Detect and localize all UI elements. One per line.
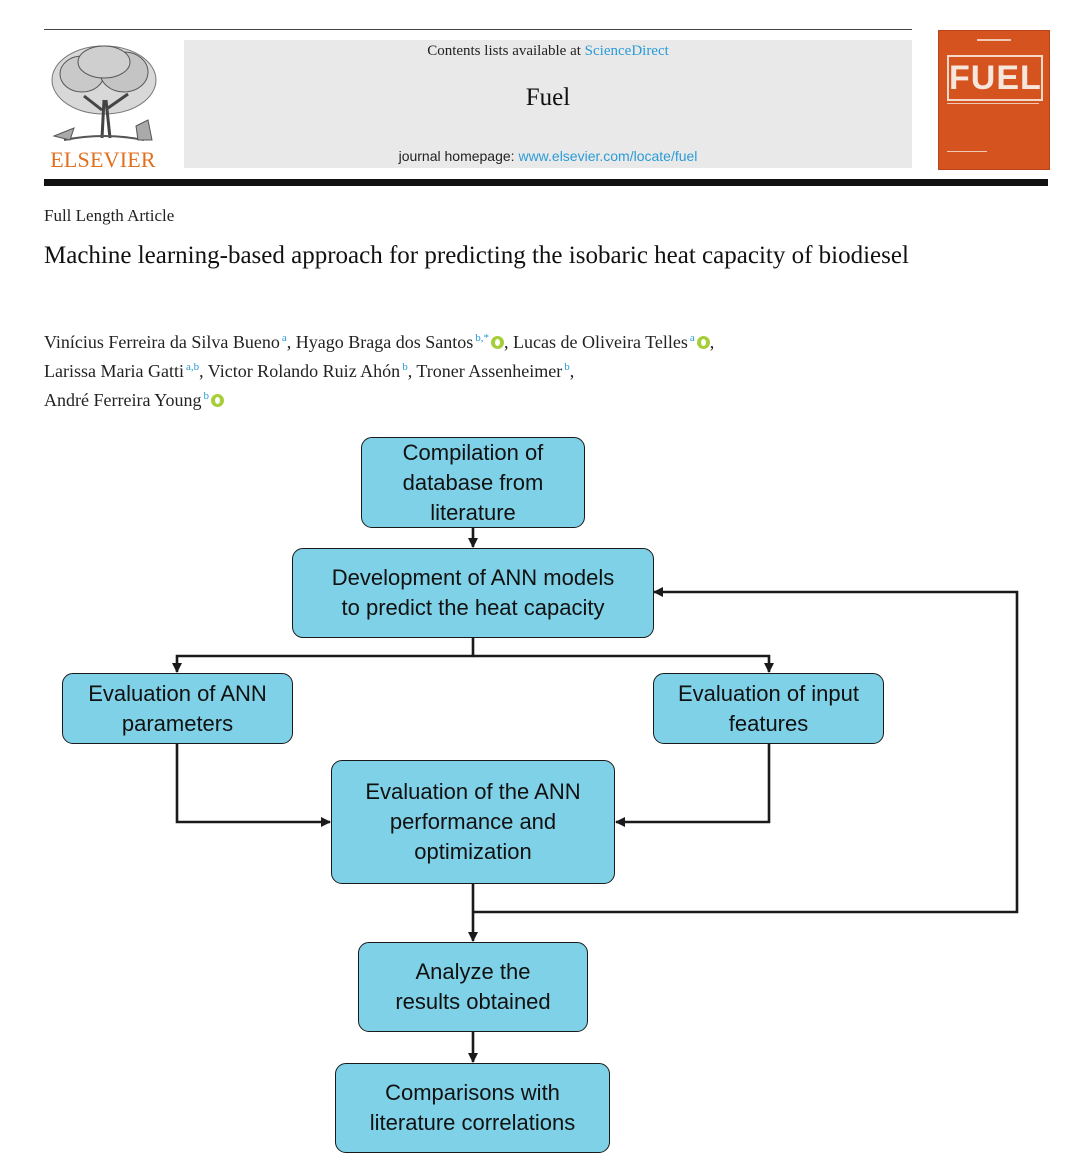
author-name: Vinícius Ferreira da Silva Bueno	[44, 332, 280, 352]
author-affiliation[interactable]: b	[203, 390, 209, 402]
author-affiliation[interactable]: b	[564, 361, 570, 373]
journal-title: Fuel	[525, 84, 571, 111]
orcid-icon[interactable]	[491, 336, 504, 349]
orcid-icon[interactable]	[210, 394, 224, 407]
header-bottom-rule	[44, 179, 1048, 186]
article-title: Machine learning-based approach for pred…	[44, 242, 909, 269]
author-name: Troner Assenheimer	[416, 361, 563, 381]
arrow-features-to-performance	[615, 744, 771, 827]
header-top-rule	[44, 29, 912, 30]
line-develop-split	[172, 638, 475, 673]
author-name: Larissa Maria Gatti	[44, 361, 184, 381]
cover-footer-line	[947, 151, 987, 152]
arrow-split-to-features	[473, 654, 774, 673]
node-evaluate-ann-parameters: Evaluation of ANN parameters	[62, 673, 293, 744]
cover-top-line	[977, 39, 1011, 41]
node-evaluate-input-features: Evaluation of input features	[653, 673, 884, 744]
cover-title: FUEL	[947, 55, 1043, 101]
journal-banner: Contents lists available at ScienceDirec…	[184, 40, 912, 168]
author-affiliation[interactable]: a	[689, 332, 695, 344]
homepage-link[interactable]: www.elsevier.com/locate/fuel	[518, 148, 698, 164]
author-affiliation[interactable]: a,b	[185, 361, 200, 373]
node-compare-literature: Comparisons with literature correlations	[335, 1063, 610, 1153]
contents-prefix: Contents lists available at	[427, 43, 585, 59]
journal-cover-thumbnail[interactable]: FUEL	[938, 30, 1050, 170]
orcid-icon[interactable]	[696, 336, 710, 349]
homepage-prefix: journal homepage:	[398, 148, 519, 164]
contents-line: Contents lists available at ScienceDirec…	[184, 43, 912, 60]
node-compile-database: Compilation of database from literature	[361, 437, 585, 528]
author-affiliation[interactable]: b	[402, 361, 408, 373]
node-analyze-results: Analyze the results obtained	[358, 942, 588, 1032]
author-name: André Ferreira Young	[44, 390, 202, 410]
elsevier-logo[interactable]: ELSEVIER	[44, 40, 162, 172]
author-affiliation[interactable]: a	[281, 332, 287, 344]
elsevier-tree-icon	[51, 45, 157, 141]
article-type: Full Length Article	[44, 206, 175, 225]
author-name: Victor Rolando Ruiz Ahón	[207, 361, 401, 381]
arrow-params-to-performance	[175, 744, 331, 827]
homepage-line: journal homepage: www.elsevier.com/locat…	[184, 148, 912, 164]
cover-subtitle-line	[947, 103, 1039, 104]
feedback-loop-arrow	[473, 587, 1019, 914]
node-evaluate-performance: Evaluation of the ANN performance and op…	[331, 760, 615, 884]
author-affiliation[interactable]: b,*	[475, 332, 489, 344]
author-name: Hyago Braga dos Santos	[295, 332, 474, 352]
node-develop-ann-models: Development of ANN models to predict the…	[292, 548, 654, 638]
sciencedirect-link[interactable]: ScienceDirect	[584, 43, 669, 59]
author-name: Lucas de Oliveira Telles	[513, 332, 688, 352]
elsevier-wordmark: ELSEVIER	[50, 147, 156, 172]
